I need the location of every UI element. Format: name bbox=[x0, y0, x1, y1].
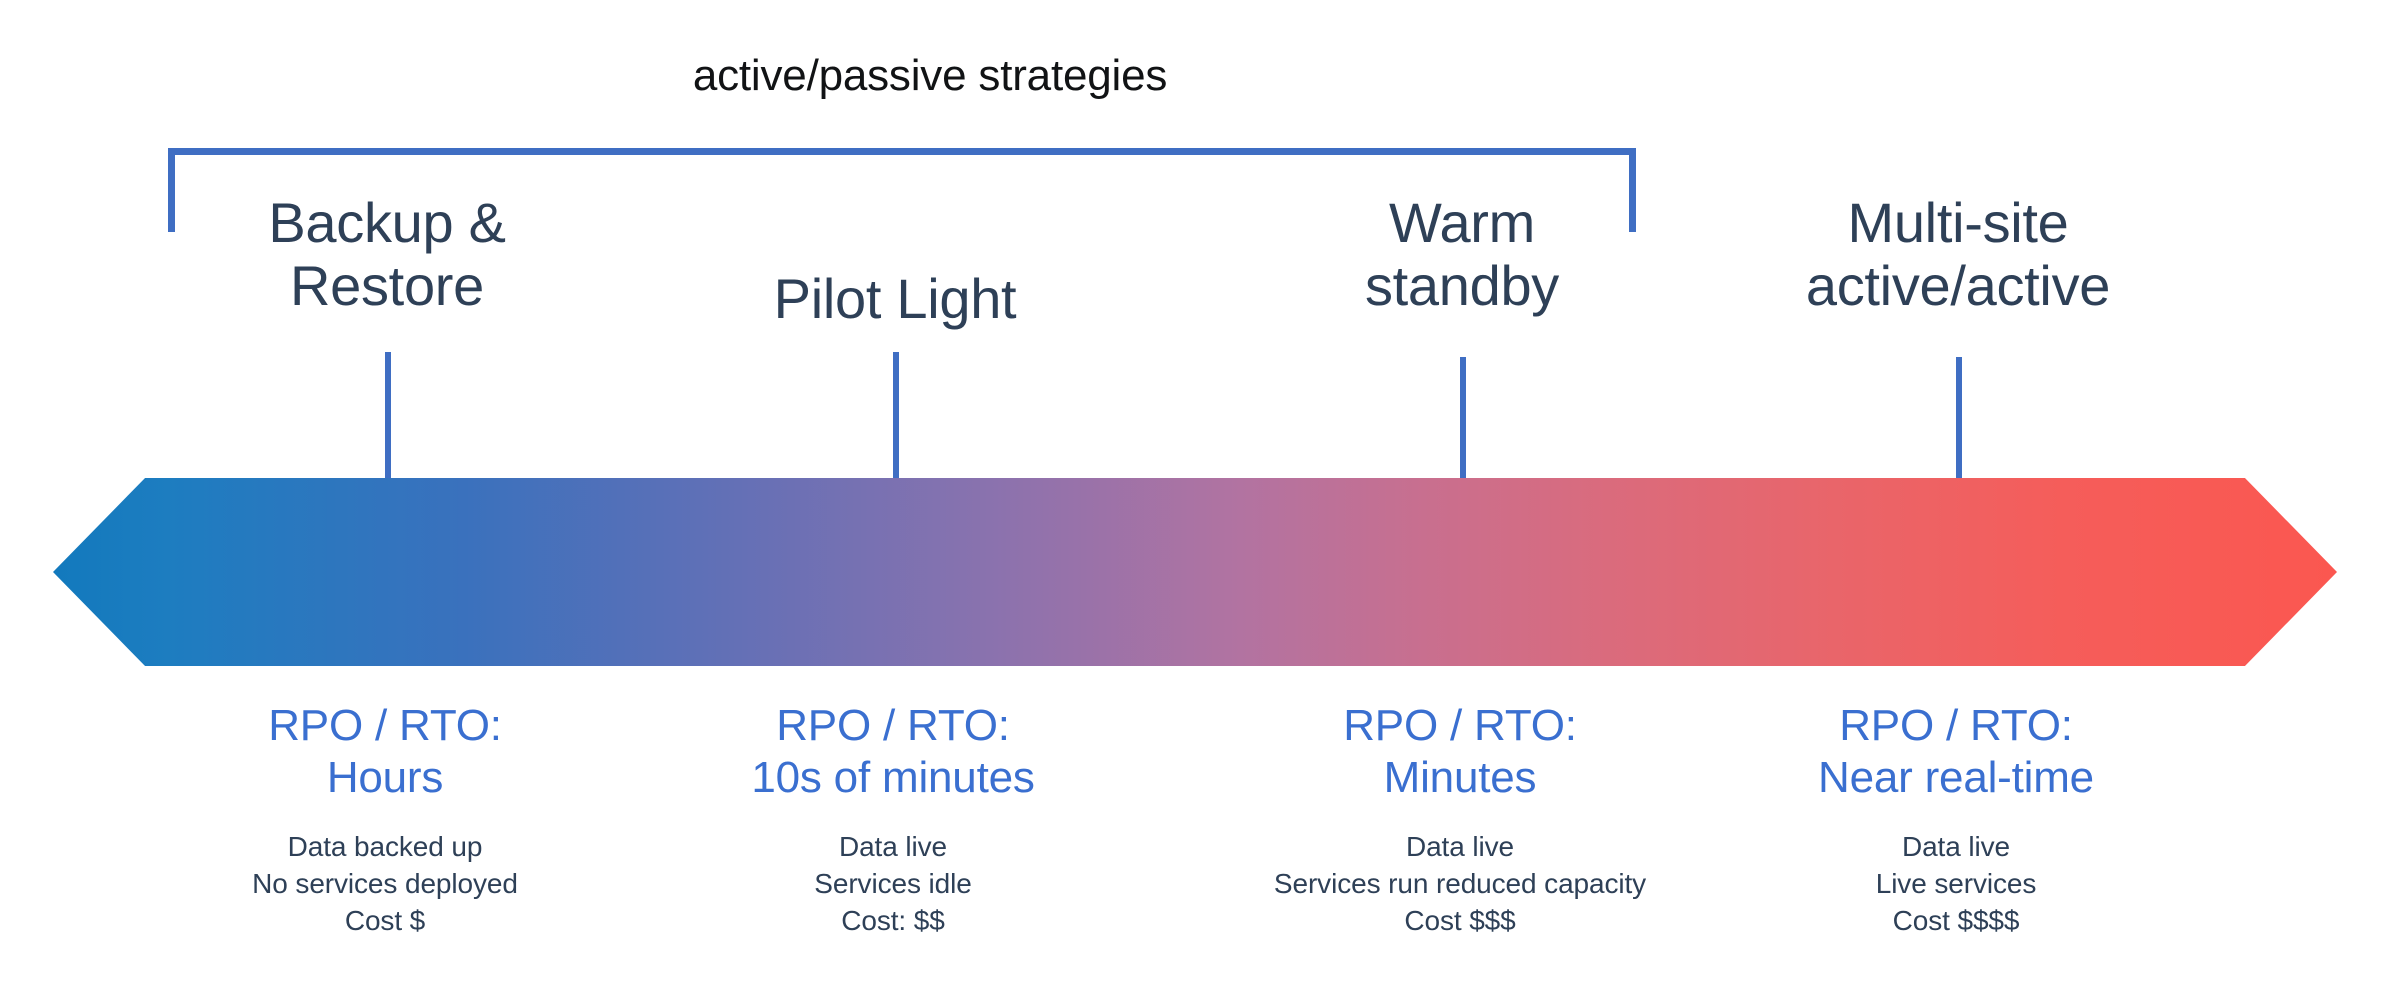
rpo-rto-title: RPO / RTO: Minutes bbox=[1180, 700, 1740, 804]
strategy-label-line: Warm bbox=[1388, 191, 1536, 254]
strategy-label-multi-site-active-active: Multi-site active/active bbox=[1678, 191, 2238, 317]
detail-line: Data live bbox=[838, 830, 948, 862]
strategy-details: Data live Live services Cost $$$$ bbox=[1676, 828, 2236, 940]
connector-line-backup-restore bbox=[385, 352, 391, 480]
strategy-column-multi-site: RPO / RTO: Near real-time Data live Live… bbox=[1676, 700, 2236, 940]
rpo-rto-title: RPO / RTO: 10s of minutes bbox=[613, 700, 1173, 804]
detail-line: Data live bbox=[1405, 830, 1515, 862]
strategy-label-backup-restore: Backup & Restore bbox=[107, 191, 667, 317]
detail-line-cost: Cost: $$ bbox=[841, 905, 945, 937]
recovery-spectrum-gradient-bar bbox=[53, 478, 2337, 666]
rpo-rto-title: RPO / RTO: Hours bbox=[105, 700, 665, 804]
strategy-label-line: Backup & bbox=[268, 191, 506, 254]
connector-line-pilot-light bbox=[893, 352, 899, 480]
strategy-label-line: standby bbox=[1364, 253, 1560, 317]
detail-line: Services run reduced capacity bbox=[1273, 868, 1647, 900]
rpo-rto-value: Minutes bbox=[1383, 752, 1537, 802]
detail-line: Live services bbox=[1875, 868, 2037, 900]
detail-line-cost: Cost $ bbox=[344, 905, 426, 937]
detail-line: Data live bbox=[1901, 830, 2011, 862]
strategy-label-line: Multi-site bbox=[1847, 191, 2069, 254]
connector-line-multi-site bbox=[1956, 357, 1962, 480]
strategy-label-line: active/active bbox=[1805, 253, 2111, 317]
rpo-rto-label: RPO / RTO: bbox=[1343, 701, 1577, 750]
active-passive-bracket bbox=[168, 148, 1636, 232]
rpo-rto-title: RPO / RTO: Near real-time bbox=[1676, 700, 2236, 804]
strategy-label-warm-standby: Warm standby bbox=[1182, 191, 1742, 317]
detail-line-cost: Cost $$$$ bbox=[1892, 905, 2020, 937]
strategy-column-warm-standby: RPO / RTO: Minutes Data live Services ru… bbox=[1180, 700, 1740, 940]
rpo-rto-label: RPO / RTO: bbox=[776, 701, 1010, 750]
strategy-details: Data live Services idle Cost: $$ bbox=[613, 828, 1173, 940]
rpo-rto-label: RPO / RTO: bbox=[268, 701, 502, 750]
detail-line: Data backed up bbox=[287, 830, 483, 862]
strategy-label-pilot-light: Pilot Light bbox=[615, 267, 1175, 331]
bracket-caption: active/passive strategies bbox=[692, 51, 1168, 100]
strategy-details: Data live Services run reduced capacity … bbox=[1180, 828, 1740, 940]
rpo-rto-value: Hours bbox=[326, 752, 444, 802]
strategy-details: Data backed up No services deployed Cost… bbox=[105, 828, 665, 940]
detail-line: Services idle bbox=[814, 868, 972, 900]
rpo-rto-label: RPO / RTO: bbox=[1839, 701, 2073, 750]
rpo-rto-value: 10s of minutes bbox=[751, 752, 1035, 802]
strategy-label-line: Pilot Light bbox=[773, 267, 1017, 330]
detail-line-cost: Cost $$$ bbox=[1404, 905, 1516, 937]
strategy-column-backup-restore: RPO / RTO: Hours Data backed up No servi… bbox=[105, 700, 665, 940]
connector-line-warm-standby bbox=[1460, 357, 1466, 480]
strategy-column-pilot-light: RPO / RTO: 10s of minutes Data live Serv… bbox=[613, 700, 1173, 940]
detail-line: No services deployed bbox=[252, 868, 518, 900]
strategy-label-line: Restore bbox=[290, 253, 484, 317]
rpo-rto-value: Near real-time bbox=[1818, 752, 2094, 802]
